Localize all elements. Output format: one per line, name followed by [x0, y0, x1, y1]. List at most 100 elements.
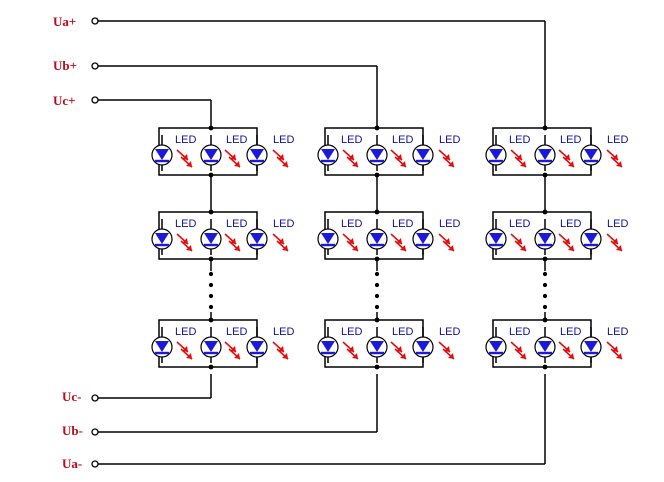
led-label: LED: [273, 134, 294, 146]
light-arrow-head: [352, 161, 358, 167]
light-emission-arrows: [390, 149, 407, 168]
light-arrow-head: [616, 353, 622, 359]
ellipsis-dot: [208, 282, 214, 288]
light-emission-arrows: [342, 149, 359, 168]
led-diode-triangle: [321, 233, 335, 244]
led-label: LED: [392, 134, 413, 146]
led-label: LED: [175, 326, 196, 338]
ellipsis-dot: [542, 282, 548, 288]
junction-dot: [208, 364, 214, 370]
led-diode-triangle: [321, 341, 335, 352]
terminal-ub-plus-node: [91, 62, 99, 70]
ellipsis-dot: [374, 304, 380, 310]
led-diode-triangle: [538, 149, 552, 160]
led-label: LED: [607, 218, 628, 230]
light-arrow-head: [520, 353, 526, 359]
light-arrow-head: [568, 245, 574, 251]
led-diode-triangle: [204, 233, 218, 244]
led-1: [317, 327, 339, 363]
led-diode-triangle: [204, 149, 218, 160]
light-arrow-head: [186, 245, 192, 251]
led-label: LED: [560, 218, 581, 230]
led-1: [151, 219, 173, 255]
led-label: LED: [226, 134, 247, 146]
led-label: LED: [509, 326, 530, 338]
light-arrow-head: [616, 161, 622, 167]
led-3: [580, 135, 602, 171]
led-label: LED: [341, 218, 362, 230]
led-groups: LED LED LED LED LED LED LED LED LED LED LED LED LED L…: [151, 125, 628, 370]
light-arrow-head: [186, 161, 192, 167]
light-arrow-head: [448, 161, 454, 167]
light-emission-arrows: [342, 233, 359, 252]
led-diode-triangle: [538, 233, 552, 244]
light-arrow-head: [400, 245, 406, 251]
light-arrow-head: [234, 353, 240, 359]
led-diode-triangle: [489, 233, 503, 244]
junction-dot: [542, 364, 548, 370]
led-1: [317, 135, 339, 171]
ellipsis-dot: [208, 304, 214, 310]
light-arrow-head: [400, 161, 406, 167]
light-emission-arrows: [176, 149, 193, 168]
terminal-ua-minus-label: Ua-: [62, 456, 82, 471]
led-diode-triangle: [489, 149, 503, 160]
light-emission-arrows: [438, 149, 455, 168]
led-2: [366, 219, 388, 255]
led-1: [151, 327, 173, 363]
led-label: LED: [341, 134, 362, 146]
led-2: [534, 327, 556, 363]
terminal-uc-minus-label: Uc-: [62, 389, 82, 404]
light-emission-arrows: [558, 341, 575, 360]
led-1: [485, 219, 507, 255]
junction-dot: [208, 209, 214, 215]
light-arrow-head: [282, 245, 288, 251]
ellipsis-dots: [208, 259, 548, 320]
ellipsis-dot: [542, 271, 548, 277]
light-emission-arrows: [510, 149, 527, 168]
led-1: [317, 219, 339, 255]
led-label: LED: [175, 218, 196, 230]
led-diode-triangle: [321, 149, 335, 160]
led-3: [412, 135, 434, 171]
led-label: LED: [392, 218, 413, 230]
led-diode-triangle: [416, 233, 430, 244]
junction-dot: [208, 125, 214, 131]
led-label: LED: [392, 326, 413, 338]
led-label: LED: [175, 134, 196, 146]
light-emission-arrows: [558, 149, 575, 168]
led-label: LED: [509, 134, 530, 146]
led-3: [246, 219, 268, 255]
led-label: LED: [341, 326, 362, 338]
terminal-ua-plus-node: [91, 17, 99, 25]
led-label: LED: [509, 218, 530, 230]
led-diode-triangle: [155, 341, 169, 352]
led-label: LED: [439, 326, 460, 338]
led-2: [200, 135, 222, 171]
terminal-uc-plus-label: Uc+: [53, 93, 76, 108]
led-group-a-2: LED LED LED: [485, 209, 628, 262]
led-diode-triangle: [370, 149, 384, 160]
led-group-b-1: LED LED LED: [317, 125, 460, 212]
led-diode-triangle: [155, 233, 169, 244]
led-diode-triangle: [538, 341, 552, 352]
led-label: LED: [439, 134, 460, 146]
light-emission-arrows: [438, 233, 455, 252]
led-diode-triangle: [155, 149, 169, 160]
terminal-uc-minus-node: [91, 394, 99, 402]
led-label: LED: [607, 134, 628, 146]
led-2: [366, 135, 388, 171]
led-3: [580, 219, 602, 255]
light-emission-arrows: [438, 341, 455, 360]
ellipsis-dot: [374, 293, 380, 299]
ellipsis-dot: [374, 271, 380, 277]
terminal-ua-plus-label: Ua+: [53, 14, 76, 29]
ellipsis-dot: [374, 282, 380, 288]
led-diode-triangle: [250, 341, 264, 352]
led-3: [412, 327, 434, 363]
light-arrow-head: [568, 161, 574, 167]
led-group-b-3: LED LED LED: [317, 317, 460, 370]
